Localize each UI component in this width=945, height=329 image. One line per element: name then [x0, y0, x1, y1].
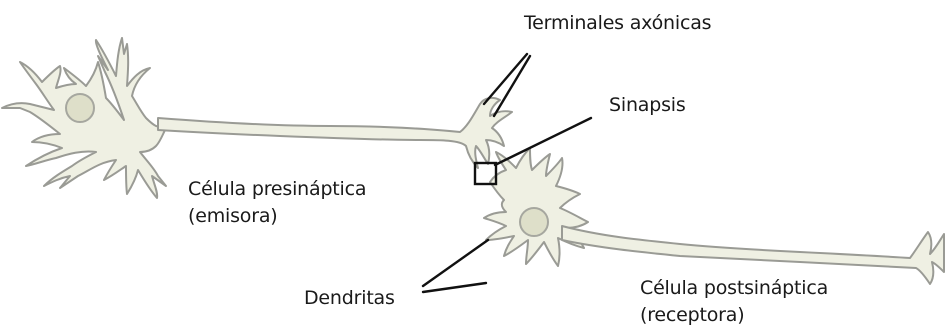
label-axon-terminals: Terminales axónicas — [524, 10, 711, 36]
postsynaptic-nucleus — [520, 208, 548, 236]
presynaptic-neuron — [2, 38, 512, 198]
label-postsynaptic-line2: (receptora) — [640, 302, 744, 328]
label-synapse: Sinapsis — [609, 92, 686, 118]
postsynaptic-neuron — [484, 148, 944, 284]
label-presynaptic-line2: (emisora) — [188, 203, 277, 229]
presynaptic-axon — [158, 98, 512, 168]
pointer-dendrites-1 — [423, 240, 488, 286]
pointer-synapse — [495, 118, 591, 165]
presynaptic-nucleus — [66, 94, 94, 122]
label-dendrites: Dendritas — [304, 285, 395, 311]
postsynaptic-soma-and-dendrites — [484, 148, 588, 266]
label-postsynaptic-line1: Célula postsináptica — [640, 275, 828, 301]
label-presynaptic-line1: Célula presináptica — [188, 176, 366, 202]
pointer-dendrites-2 — [423, 283, 486, 292]
